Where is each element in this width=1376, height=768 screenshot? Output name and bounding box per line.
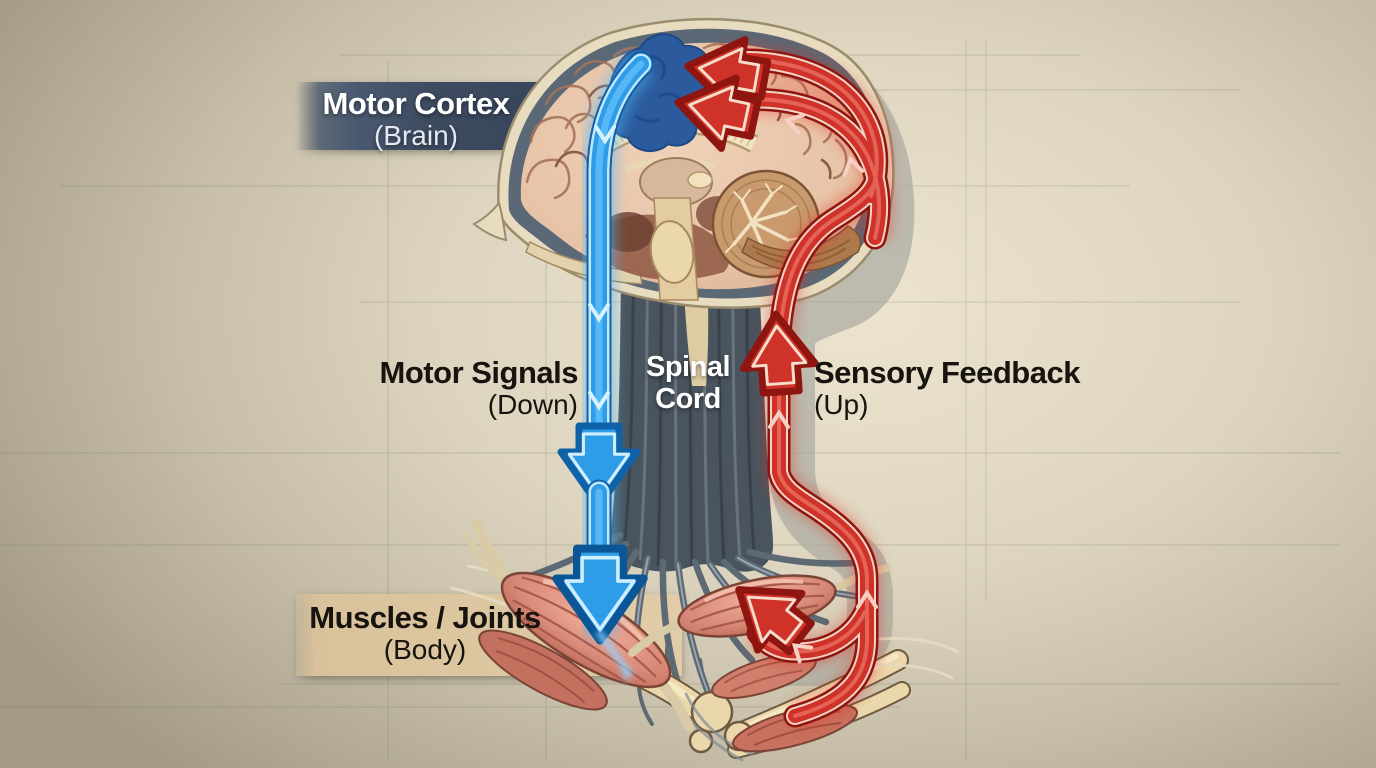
motor-signals-subtitle: (Down): [487, 389, 578, 421]
motor-arrowhead-end: [552, 544, 648, 645]
muscle-left-deep: [478, 629, 608, 711]
motor-flow-chevrons: [588, 125, 616, 411]
sensory-arrowhead-cortex-lower: [674, 74, 762, 152]
motor-nerve-glow: [597, 631, 633, 682]
sensory-feedback-subtitle: (Up): [814, 389, 869, 421]
motor-signals-title: Motor Signals: [379, 355, 579, 390]
spinal-cord-line2: Cord: [655, 382, 721, 415]
sensory-pathway-arrow: [674, 36, 895, 731]
sensory-arrowhead-cord: [740, 310, 819, 397]
skull-front-spike: [472, 200, 508, 242]
motor-cortex-title: Motor Cortex: [322, 86, 510, 121]
brainstem: [649, 197, 699, 301]
motor-arrowhead-mid: [557, 422, 641, 510]
motor-cortex-label: Motor Cortex (Brain): [297, 86, 535, 152]
sensory-flow-chevrons: [768, 113, 878, 664]
muscles-joints-title: Muscles / Joints: [309, 600, 541, 635]
spinal-cord-line1: Spinal: [645, 351, 731, 383]
muscles-joints-subtitle: (Body): [383, 634, 467, 666]
motor-signals-label: Motor Signals (Down): [330, 355, 579, 421]
muscles-joints-label: Muscles / Joints (Body): [300, 600, 550, 666]
spinal-cord-label: Spinal Cord: [630, 351, 746, 416]
motor-cortex-subtitle: (Brain): [373, 120, 458, 152]
head-and-brain: [472, 17, 895, 309]
sensory-arrowhead-muscle: [735, 586, 815, 656]
sensory-feedback-label: Sensory Feedback (Up): [814, 355, 1104, 421]
motor-pathway-arrow: [552, 51, 654, 682]
sensory-feedback-title: Sensory Feedback: [814, 355, 1080, 390]
